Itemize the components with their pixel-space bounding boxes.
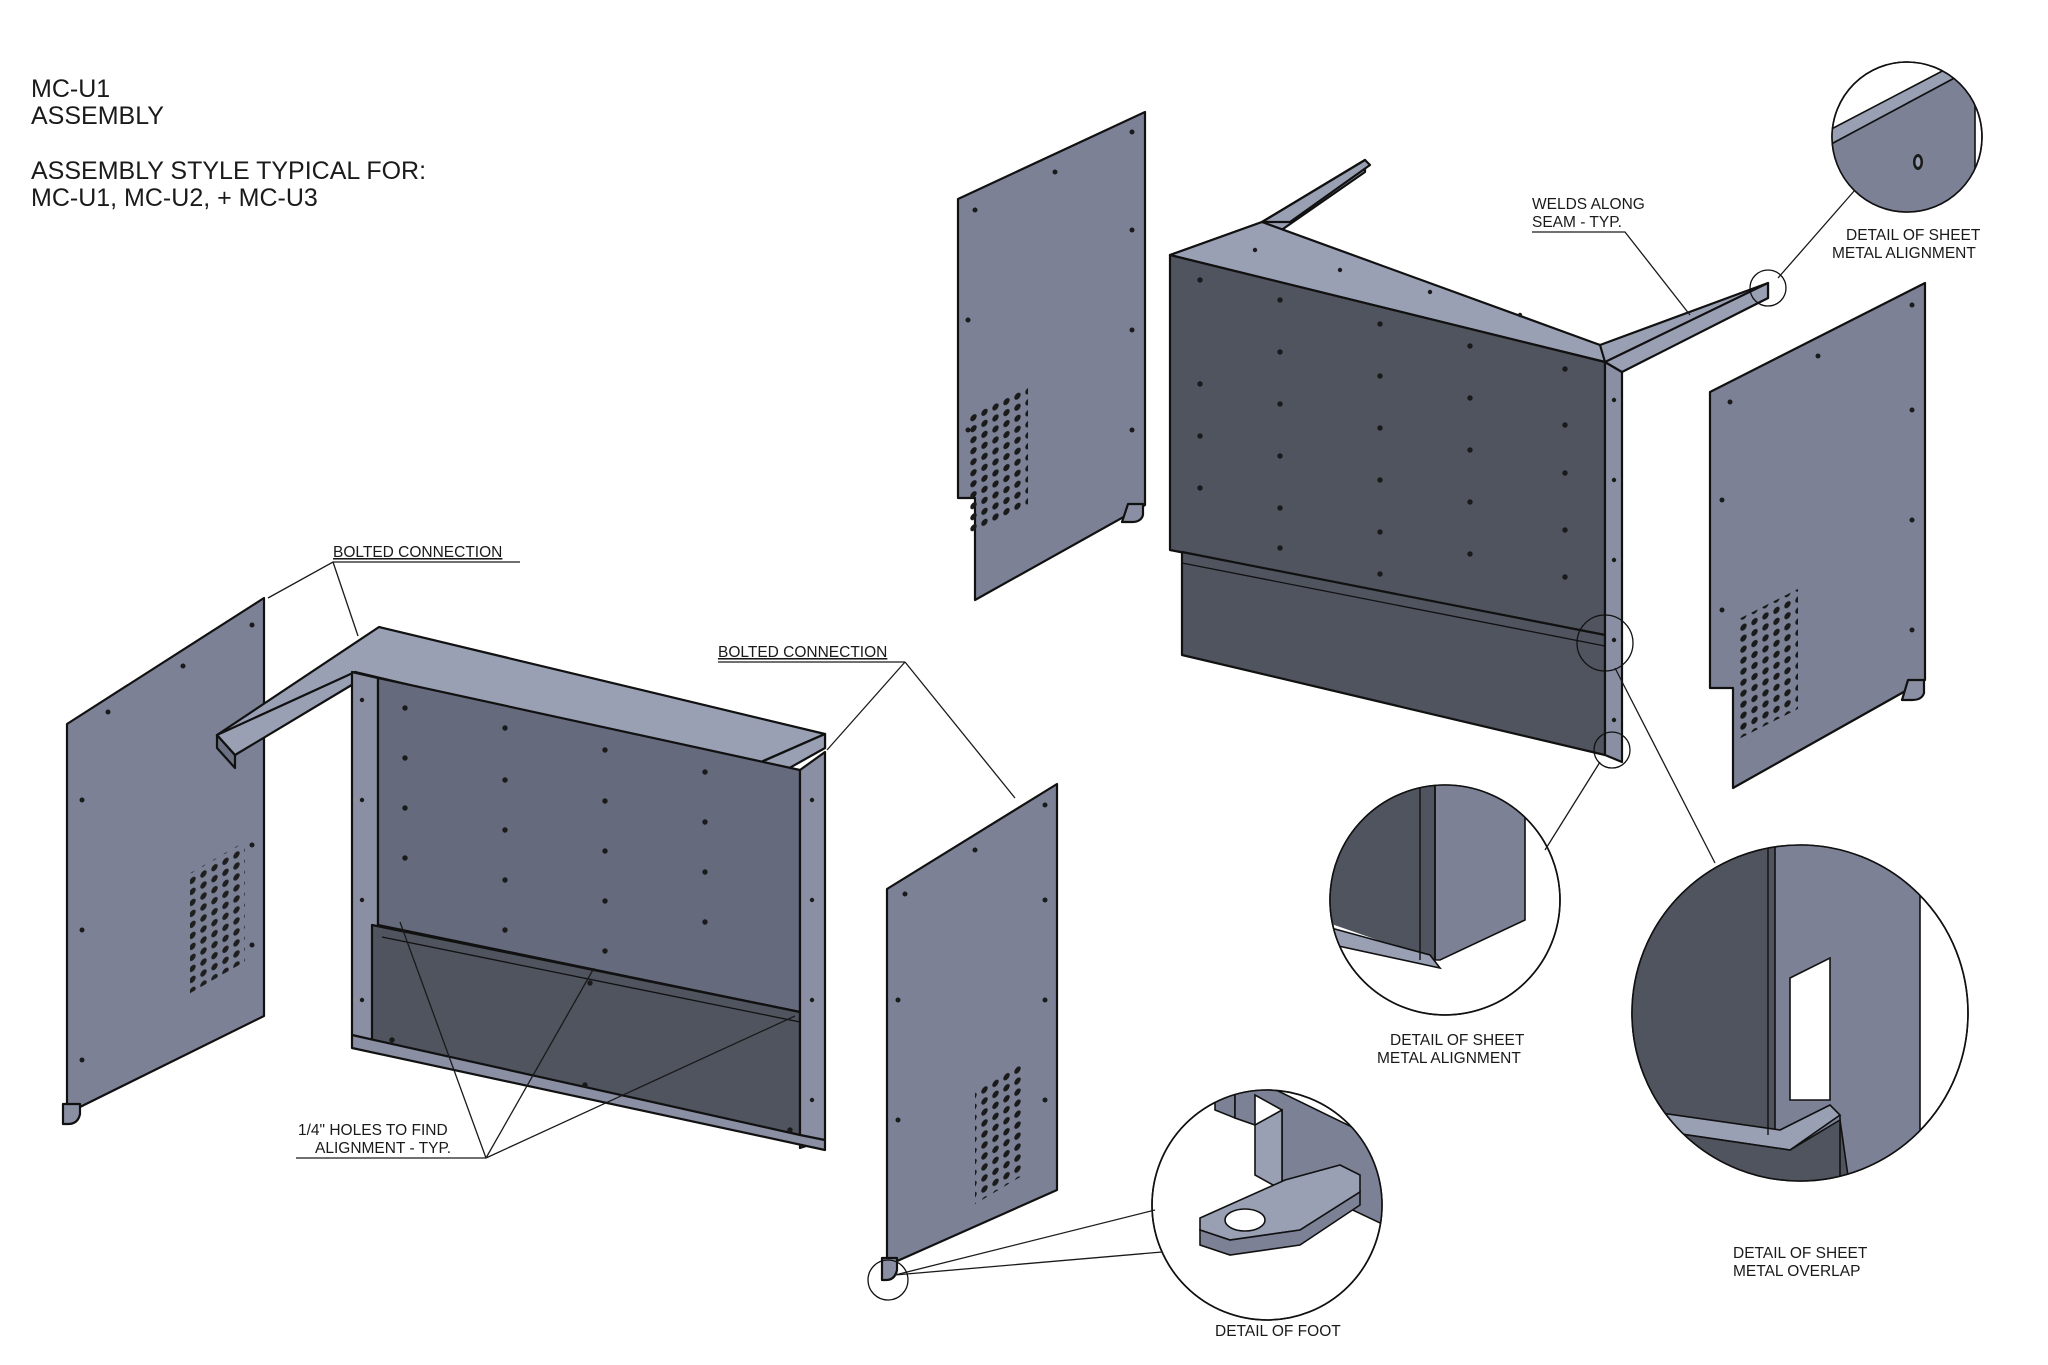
detail-foot-label: DETAIL OF FOOT xyxy=(1215,1323,1341,1340)
right-right-side-panel xyxy=(1708,281,1927,790)
left-assembly: BOLTED CONNECTION BOLTED CONNECTION 1/4"… xyxy=(61,544,1059,1301)
detail-mid-alignment-line1: DETAIL OF SHEET xyxy=(1390,1032,1525,1049)
welds-note-line1: WELDS ALONG xyxy=(1532,196,1645,213)
title-block: MC-U1 ASSEMBLY ASSEMBLY STYLE TYPICAL FO… xyxy=(31,75,426,212)
style-note: ASSEMBLY STYLE TYPICAL FOR: xyxy=(31,157,426,185)
left-callouts: BOLTED CONNECTION BOLTED CONNECTION 1/4"… xyxy=(267,544,1016,1159)
bolted-connection-label-left: BOLTED CONNECTION xyxy=(333,544,502,561)
applicable-models: MC-U1, MC-U2, + MC-U3 xyxy=(31,184,318,212)
left-main-frame xyxy=(215,625,827,1152)
detail-top-alignment: DETAIL OF SHEET METAL ALIGNMENT xyxy=(1777,61,1983,279)
left-front-side-panel xyxy=(867,782,1059,1301)
detail-overlap-line2: METAL OVERLAP xyxy=(1733,1263,1860,1280)
bolted-connection-label-right: BOLTED CONNECTION xyxy=(718,644,887,661)
welds-note-line2: SEAM - TYP. xyxy=(1532,214,1622,231)
holes-note-line2: ALIGNMENT - TYP. xyxy=(315,1140,451,1157)
right-main-body xyxy=(1168,158,1787,769)
right-assembly: WELDS ALONG SEAM - TYP. xyxy=(956,110,1927,790)
part-number: MC-U1 xyxy=(31,75,110,103)
detail-foot: DETAIL OF FOOT xyxy=(894,1089,1383,1340)
detail-top-alignment-line2: METAL ALIGNMENT xyxy=(1832,245,1976,262)
right-left-side-panel xyxy=(956,110,1147,602)
detail-mid-alignment-line2: METAL ALIGNMENT xyxy=(1377,1050,1521,1067)
detail-overlap: DETAIL OF SHEET METAL OVERLAP xyxy=(1614,667,1969,1280)
detail-top-alignment-line1: DETAIL OF SHEET xyxy=(1846,227,1981,244)
drawing-type: ASSEMBLY xyxy=(31,102,164,130)
detail-mid-alignment: DETAIL OF SHEET METAL ALIGNMENT xyxy=(1329,761,1601,1067)
holes-note-line1: 1/4" HOLES TO FIND xyxy=(298,1122,448,1139)
left-side-panel xyxy=(61,596,266,1126)
detail-overlap-line1: DETAIL OF SHEET xyxy=(1733,1245,1868,1262)
